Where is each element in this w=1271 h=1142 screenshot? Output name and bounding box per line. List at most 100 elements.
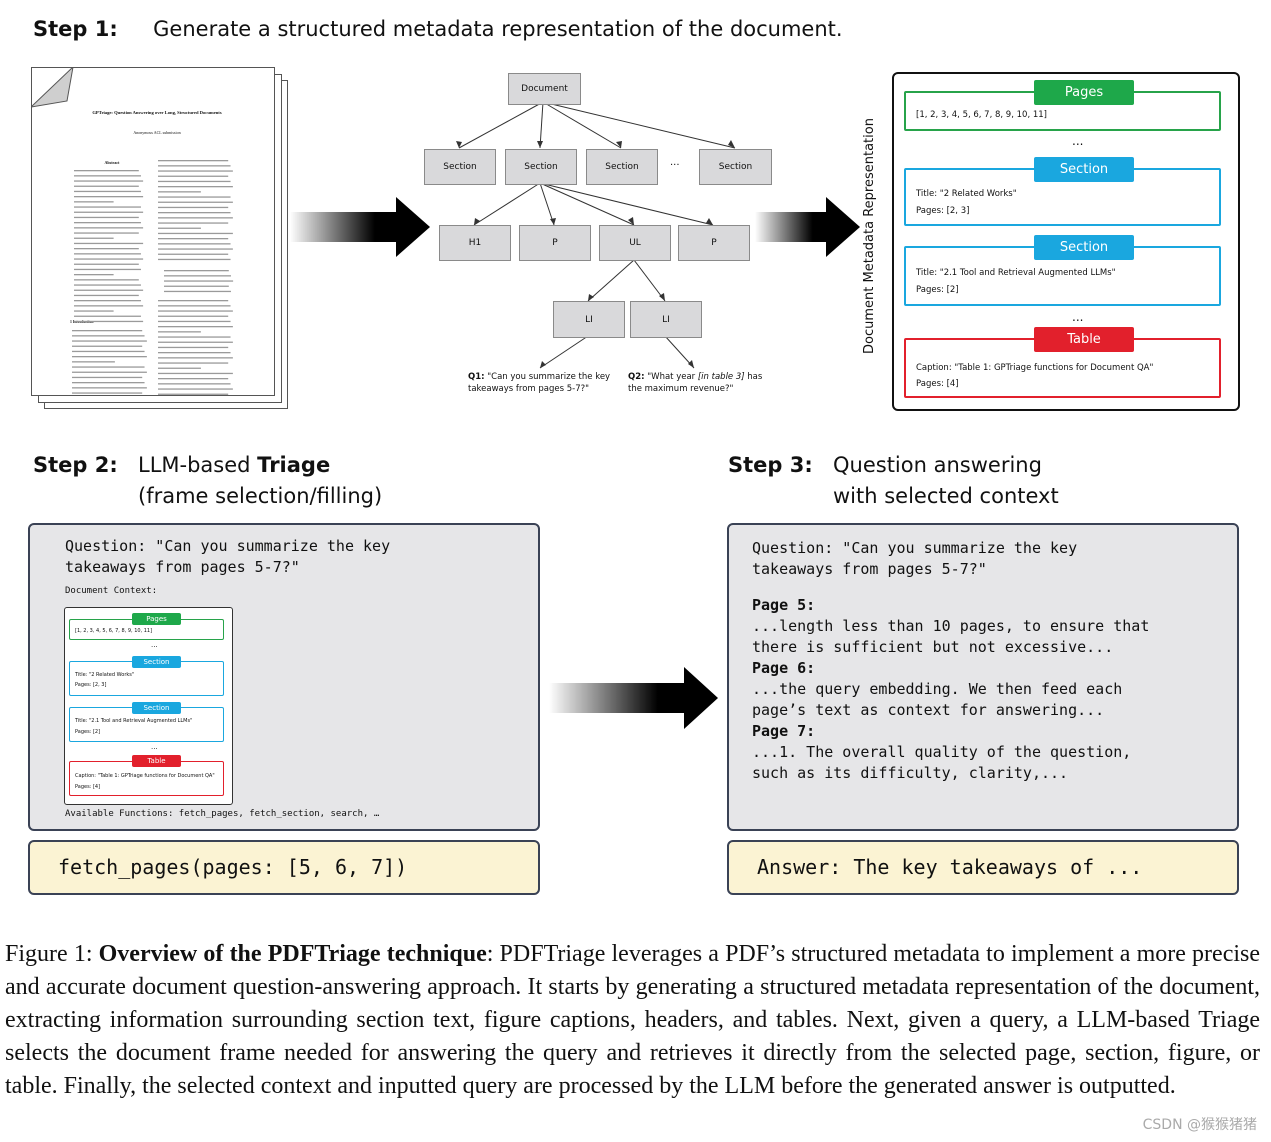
metadata-section2-title: Title: "2.1 Tool and Retrieval Augmented… <box>916 268 1116 278</box>
tree-node-document: Document <box>508 73 581 105</box>
paper-text-line <box>72 371 147 373</box>
qa-context-line: ...the query embedding. We then feed eac… <box>752 680 1123 698</box>
tree-node-p: P <box>678 225 750 261</box>
qa-page-heading: Page 7: <box>752 722 816 740</box>
paper-text-line <box>74 175 141 177</box>
triage-question-line2: takeaways from pages 5-7?" <box>65 558 300 576</box>
triage-available-functions: Available Functions: fetch_pages, fetch_… <box>65 809 380 819</box>
metadata-pages-tag: Pages <box>1034 80 1134 105</box>
question-q2: Q2: "What year [in table 3] has the maxi… <box>628 371 768 395</box>
paper-text-line <box>158 196 231 198</box>
step2-text-bold: Triage <box>257 453 331 477</box>
paper-text-line <box>158 248 233 250</box>
paper-text-line <box>158 346 229 349</box>
paper-text-line <box>74 242 144 245</box>
paper-text-line <box>74 305 144 307</box>
metadata-card: [1, 2, 3, 4, 5, 6, 7, 8, 9, 10, 11] Page… <box>892 72 1240 411</box>
paper-text-line <box>158 160 229 162</box>
paper-text-line <box>158 186 233 188</box>
triage-panel: Question: "Can you summarize the key tak… <box>28 523 540 831</box>
paper-text-line <box>158 320 231 323</box>
qa-panel: Question: "Can you summarize the key tak… <box>727 523 1239 831</box>
paper-text-line <box>158 206 229 209</box>
mini-dots: ... <box>151 641 158 649</box>
paper-text-line <box>74 206 141 208</box>
paper-text-line <box>158 191 201 193</box>
paper-text-line <box>158 300 229 302</box>
paper-text-line <box>164 285 229 287</box>
step2-text: LLM-based Triage (frame selection/fillin… <box>138 450 382 512</box>
paper-text-line <box>74 279 139 281</box>
mini-table-caption: Caption: "Table 1: GPTriage functions fo… <box>75 773 215 779</box>
paper-text-line <box>158 310 233 312</box>
paper-text-line <box>158 326 233 328</box>
metadata-section2-pages: Pages: [2] <box>916 285 959 295</box>
tree-node-li: LI <box>553 301 625 338</box>
paper-title: GPTriage: Question Answering over Long, … <box>92 110 222 115</box>
step2-text-plain: LLM-based <box>138 453 258 477</box>
paper-text-line <box>74 294 139 297</box>
paper-text-line <box>74 216 139 219</box>
q2-italic: [in table 3] <box>697 372 745 382</box>
mini-table-pages: Pages: [4] <box>75 784 101 790</box>
paper-text-line <box>72 335 145 337</box>
paper-text-line <box>158 357 233 359</box>
tree-node-ul: UL <box>599 225 671 261</box>
mini-section1-tag: Section <box>132 656 181 668</box>
metadata-table-caption: Caption: "Table 1: GPTriage functions fo… <box>916 363 1154 373</box>
page-fold-icon <box>32 68 74 108</box>
qa-page-heading: Page 5: <box>752 596 816 614</box>
paper-text-line <box>74 268 141 271</box>
paper-text-line <box>74 300 141 302</box>
paper-text-line <box>72 350 145 353</box>
paper-text-line <box>74 196 144 198</box>
paper-text-line <box>74 237 114 239</box>
paper-text-line <box>74 320 144 323</box>
qa-context-line: such as its difficulty, clarity,... <box>752 764 1069 782</box>
paper-text-line <box>74 248 139 250</box>
paper-text-line <box>158 217 233 219</box>
paper-text-line <box>74 289 144 291</box>
paper-text-line <box>158 180 231 183</box>
mini-section1-pages: Pages: [2, 3] <box>75 682 107 688</box>
paper-text-line <box>74 315 141 317</box>
step1-label: Step 1: <box>33 17 118 41</box>
paper-text-line <box>158 393 229 395</box>
step3-line1: Question answering <box>833 453 1042 477</box>
paper-text-line <box>158 378 229 380</box>
paper-text-line <box>74 232 139 234</box>
arrow-tree-to-metadata <box>755 197 860 257</box>
paper-text-line <box>72 382 145 384</box>
paper-text-line <box>158 165 231 167</box>
paper-text-line <box>158 243 231 245</box>
step3-title: Step 3: <box>728 450 813 481</box>
arrow-paper-to-tree <box>290 197 430 257</box>
paper-sheet-front: GPTriage: Question Answering over Long, … <box>31 67 275 396</box>
paper-text-line <box>74 190 141 193</box>
mini-section2-tag: Section <box>132 702 181 714</box>
paper-text-line <box>164 270 229 272</box>
paper-author: Anonymous ACL submission <box>133 130 181 135</box>
paper-text-line <box>158 258 231 261</box>
paper-text-line <box>164 290 231 293</box>
paper-text-line <box>158 352 231 354</box>
q2-post: has the maximum revenue?" <box>628 372 763 394</box>
paper-text-line <box>74 310 114 312</box>
paper-text-line <box>72 345 143 347</box>
metadata-section1-tag: Section <box>1034 157 1134 182</box>
q2-label: Q2: <box>628 372 645 382</box>
question-q1: Q1: "Can you summarize the key takeaways… <box>468 371 618 395</box>
paper-text-line <box>158 227 201 229</box>
triage-mini-metadata: [1, 2, 3, 4, 5, 6, 7, 8, 9, 10, 11] Page… <box>64 607 233 805</box>
paper-text-line <box>158 367 201 369</box>
tree-connectors <box>456 101 736 369</box>
qa-page-heading: Page 6: <box>752 659 816 677</box>
tree-node-section: Section <box>586 149 658 185</box>
metadata-section2-tag: Section <box>1034 235 1134 260</box>
paper-text-line <box>74 253 141 255</box>
qa-question-line1: Question: "Can you summarize the key <box>752 539 1078 557</box>
caption-body: : PDFTriage leverages a PDF’s structured… <box>5 941 1261 1099</box>
q1-text: "Can you summarize the key takeaways fro… <box>468 372 611 394</box>
paper-text-line <box>72 330 143 332</box>
qa-context-line: there is sufficient but not excessive... <box>752 638 1114 656</box>
